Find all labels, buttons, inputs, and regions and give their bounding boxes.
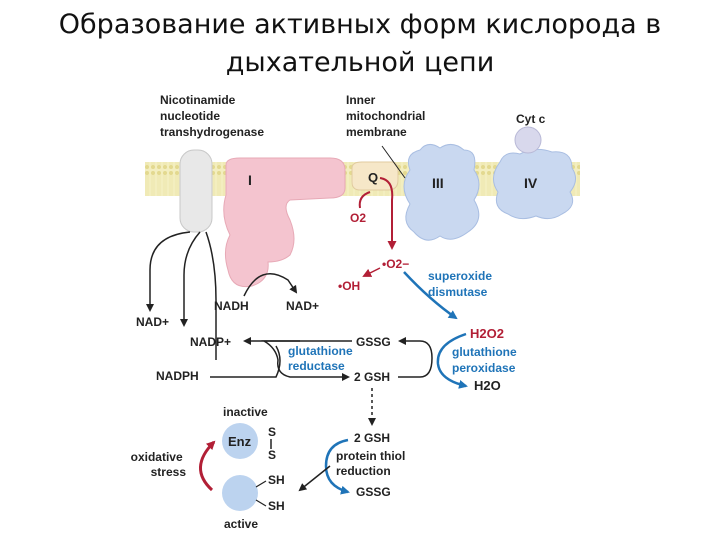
oxidative-stress-label: oxidative stress — [131, 450, 187, 479]
sod-label: superoxide dismutase — [428, 269, 495, 299]
gsh-bottom-label: 2 GSH — [354, 431, 390, 445]
glutathione-reductase-arrow — [261, 340, 352, 381]
hydroxyl-label: •OH — [338, 279, 360, 293]
o2-label: O2 — [350, 211, 366, 225]
enz-label: Enz — [228, 434, 252, 449]
glutathione-reductase-label: glutathione reductase — [288, 344, 356, 373]
nnt-nadh-curve — [146, 231, 191, 312]
h2o2-label: H2O2 — [470, 326, 504, 341]
s-top-label: S — [268, 425, 276, 439]
gsh-top-label: 2 GSH — [354, 370, 390, 384]
protein-thiol-reduction-arrow — [324, 438, 350, 495]
nadp-plus-label: NADP+ — [190, 335, 231, 349]
nnt-nadph-curve — [205, 231, 217, 360]
active-label: active — [224, 517, 258, 531]
sod-arrow — [403, 271, 458, 320]
nad-plus-left-label: NAD+ — [136, 315, 169, 329]
q-label: Q — [368, 170, 378, 185]
sh-bond-bottom — [255, 499, 267, 507]
membrane-pointer — [381, 145, 406, 179]
nadh-oxidation-arrow — [243, 273, 298, 297]
slide-title: Образование активных форм кислорода в ды… — [0, 6, 720, 82]
oxidative-stress-arrow — [199, 440, 216, 492]
nad-plus-right-label: NAD+ — [286, 299, 319, 313]
gssg-top-label: GSSG — [356, 335, 391, 349]
transhydrogenase-protein — [179, 149, 213, 233]
title-line-2: дыхательной цепи — [225, 47, 495, 78]
enzyme-active-circle — [222, 475, 258, 511]
protein-thiol-label: protein thiol reduction — [336, 449, 409, 478]
nadph-label: NADPH — [156, 369, 199, 383]
electron-leak-arrow — [358, 191, 371, 209]
enzyme-reactivation-arrow — [298, 465, 331, 492]
complex-iii-shape — [403, 144, 480, 241]
sh-top-label: SH — [268, 473, 285, 487]
transhydrogenase-label: Nicotinamide nucleotide transhydrogenase — [160, 93, 264, 139]
cyt-c-label: Cyt c — [516, 112, 546, 126]
superoxide-to-hydroxyl-arrow — [362, 267, 381, 277]
nadph-to-reductase-line — [210, 345, 281, 378]
enzyme-inactive-circle — [222, 423, 258, 459]
sh-bond-top — [255, 480, 267, 488]
s-bottom-label: S — [268, 448, 276, 462]
superoxide-formation-arrow — [379, 177, 397, 250]
gssg-bottom-label: GSSG — [356, 485, 391, 499]
gsh-to-gssg-arrow — [398, 337, 433, 378]
complex-iii-label: III — [432, 175, 444, 191]
sh-bottom-label: SH — [268, 499, 285, 513]
superoxide-label: •O2− — [382, 257, 409, 271]
membrane-label: Inner mitochondrial membrane — [346, 93, 429, 139]
nadh-label: NADH — [214, 299, 249, 313]
complex-i-label: I — [248, 172, 252, 188]
gpx-label: glutathione peroxidase — [452, 345, 520, 375]
q-pool-shape — [351, 161, 399, 191]
nnt-nadp-curve — [180, 231, 201, 327]
h2o-label: H2O — [474, 378, 501, 393]
complex-iv-label: IV — [524, 175, 538, 191]
inactive-label: inactive — [223, 405, 268, 419]
gpx-cycle-arrow — [436, 332, 468, 389]
title-line-1: Образование активных форм кислорода в — [58, 9, 662, 40]
complex-i-shape — [223, 157, 346, 288]
cyt-c-protein — [514, 126, 542, 154]
